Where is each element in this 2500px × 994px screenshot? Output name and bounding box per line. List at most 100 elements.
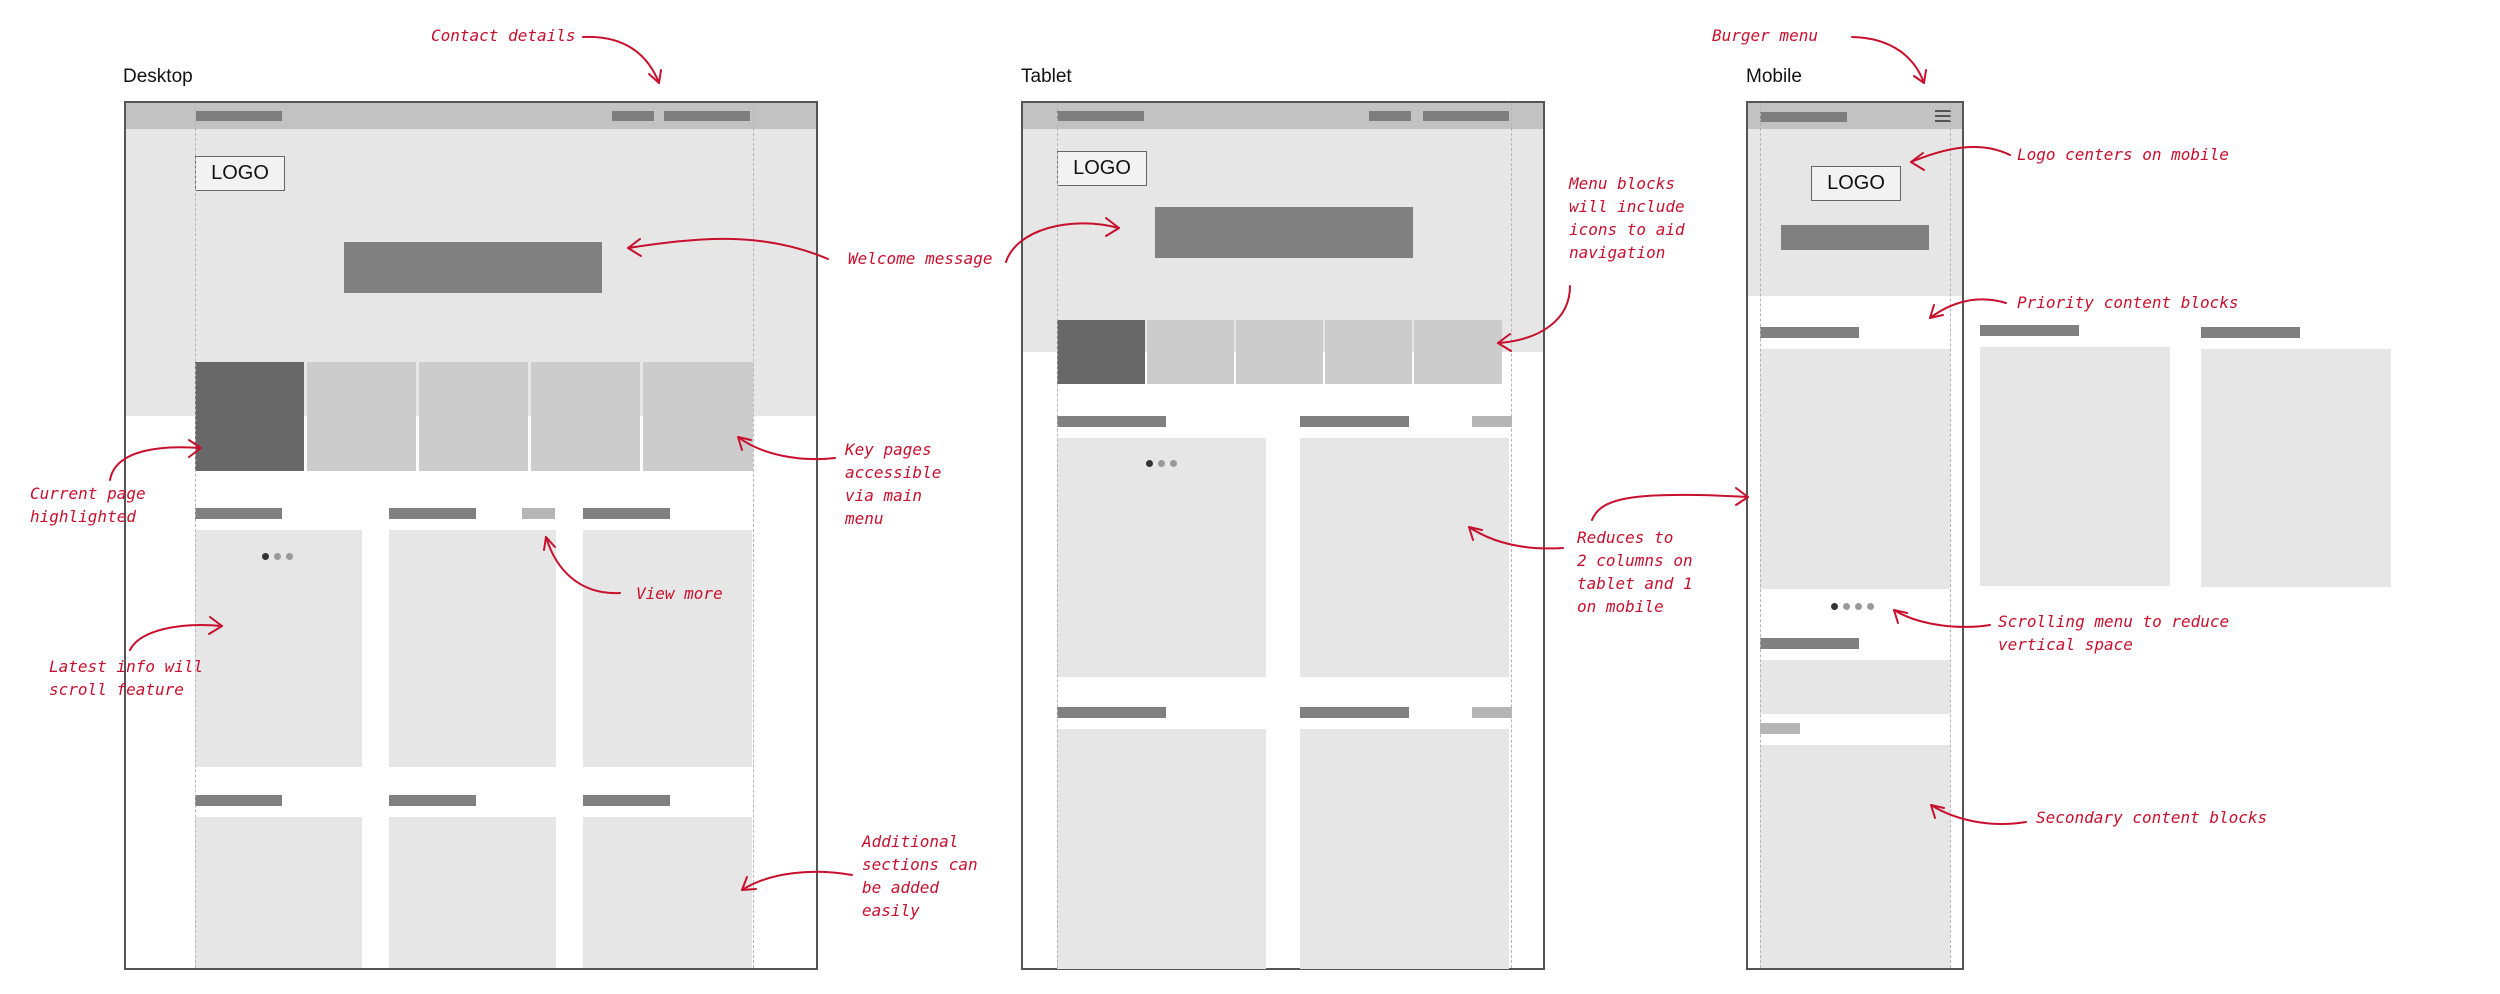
arrow-scrolling-menu	[1893, 609, 1991, 628]
desktop-section-label	[195, 508, 282, 519]
arrow-view-more-head	[543, 536, 556, 551]
mobile-topbar-link	[1760, 112, 1847, 122]
tablet-content-block	[1057, 729, 1266, 969]
carousel-dot	[274, 553, 281, 560]
arrow-key-pages-head	[737, 436, 752, 451]
arrow-welcome-tablet-head	[1105, 217, 1120, 237]
tablet-section-label	[1300, 707, 1409, 718]
annotation-burger-menu: Burger menu	[1712, 26, 1818, 45]
annotation-latest-info: Latest info will scroll feature	[49, 657, 204, 699]
desktop-content-block	[583, 817, 752, 968]
annotation-additional-sections: Additional sections can be added easily	[862, 832, 978, 920]
tablet-view-more-link	[1472, 707, 1512, 718]
carousel-dot	[1170, 460, 1177, 467]
tablet-section-label	[1057, 416, 1166, 427]
annotation-contact-details: Contact details	[431, 26, 576, 45]
arrow-menu-blocks-head	[1497, 333, 1512, 352]
desktop-nav-tab	[307, 362, 416, 471]
tablet-view-more-link	[1472, 416, 1512, 427]
arrow-burger-menu-head	[1913, 69, 1927, 84]
desktop-nav-tab	[419, 362, 528, 471]
desktop-frame-title: Desktop	[123, 66, 193, 87]
annotation-secondary-content: Secondary content blocks	[2036, 808, 2268, 827]
carousel-dot-active	[1146, 460, 1153, 467]
desktop-section-label	[389, 508, 476, 519]
arrow-secondary-content-head	[1930, 804, 1945, 819]
mobile-section-label	[1760, 327, 1859, 338]
desktop-topbar-link	[196, 111, 282, 121]
carousel-dot	[1158, 460, 1165, 467]
carousel-dot	[1843, 603, 1850, 610]
arrow-reduces-mobile-head	[1735, 487, 1749, 506]
tablet-nav-tab	[1147, 320, 1234, 384]
annotation-menu-blocks: Menu blocks will include icons to aid na…	[1569, 174, 1685, 262]
tablet-frame: LOGO	[1021, 101, 1545, 970]
desktop-content-block	[195, 530, 362, 767]
burger-menu-icon[interactable]	[1935, 109, 1951, 123]
tablet-topbar-link	[1057, 111, 1144, 121]
annotation-key-pages: Key pages accessible via main menu	[845, 440, 942, 528]
arrow-secondary-content	[1930, 804, 2027, 825]
arrow-contact-details-head	[648, 69, 662, 84]
desktop-section-label	[583, 795, 670, 806]
mobile-secondary-block	[1760, 745, 1950, 968]
tablet-contact-link	[1369, 111, 1411, 121]
arrow-reduces-mobile	[1591, 493, 1749, 521]
tablet-nav-tab	[1236, 320, 1323, 384]
annotation-logo-centers: Logo centers on mobile	[2017, 145, 2229, 164]
desktop-contact-link	[664, 111, 750, 121]
annotation-current-page: Current page highlighted	[30, 484, 146, 526]
arrow-scrolling-menu-head	[1893, 609, 1908, 624]
arrow-priority-content	[1929, 298, 2007, 319]
tablet-logo: LOGO	[1057, 151, 1147, 186]
arrow-additional-sections	[741, 870, 853, 891]
desktop-content-block	[583, 530, 752, 767]
arrow-current-page-head	[188, 439, 202, 458]
desktop-section-label	[195, 795, 282, 806]
mobile-priority-block	[1760, 349, 1950, 589]
desktop-grid-guide	[195, 103, 196, 968]
mobile-logo: LOGO	[1811, 166, 1901, 201]
tablet-content-block	[1057, 438, 1266, 677]
tablet-welcome-message-block	[1155, 207, 1413, 258]
desktop-logo: LOGO	[195, 156, 285, 191]
desktop-section-label	[389, 795, 476, 806]
arrow-key-pages	[737, 436, 836, 461]
desktop-grid-guide	[753, 103, 754, 968]
tablet-nav-tab	[1414, 320, 1502, 384]
desktop-content-block	[389, 817, 556, 968]
carousel-dot	[1855, 603, 1862, 610]
desktop-contact-link	[612, 111, 654, 121]
mobile-frame: LOGO	[1746, 101, 1964, 970]
tablet-contact-link	[1423, 111, 1509, 121]
tablet-topbar	[1023, 103, 1543, 129]
carousel-dot-active	[1831, 603, 1838, 610]
tablet-grid-guide	[1057, 103, 1058, 968]
mobile-grid-guide	[1760, 103, 1761, 968]
tablet-grid-guide	[1511, 103, 1512, 968]
desktop-section-label	[583, 508, 670, 519]
annotation-reduces-columns: Reduces to 2 columns on tablet and 1 on …	[1577, 528, 1693, 616]
carousel-dot	[286, 553, 293, 560]
tablet-section-label	[1057, 707, 1166, 718]
carousel-offscreen-label	[1980, 325, 2079, 336]
arrow-latest-info	[129, 624, 223, 651]
arrow-logo-centers	[1910, 145, 2011, 163]
carousel-offscreen-block	[1980, 347, 2170, 586]
desktop-nav-tab	[531, 362, 640, 471]
desktop-view-more-link	[522, 508, 555, 519]
arrow-reduces-columns	[1468, 526, 1564, 550]
carousel-dot	[1867, 603, 1874, 610]
annotation-priority-content: Priority content blocks	[2017, 293, 2239, 312]
desktop-content-block	[389, 530, 556, 767]
arrow-latest-info-head	[208, 616, 223, 635]
arrow-reduces-columns-head	[1468, 526, 1483, 541]
arrow-additional-sections-head	[741, 876, 757, 891]
annotation-scrolling-menu: Scrolling menu to reduce vertical space	[1998, 612, 2230, 654]
tablet-nav-tab	[1325, 320, 1412, 384]
arrow-logo-centers-head	[1910, 152, 1925, 171]
arrow-welcome-tablet	[1005, 222, 1120, 263]
mobile-welcome-message-block	[1781, 225, 1929, 250]
tablet-frame-title: Tablet	[1021, 66, 1072, 87]
